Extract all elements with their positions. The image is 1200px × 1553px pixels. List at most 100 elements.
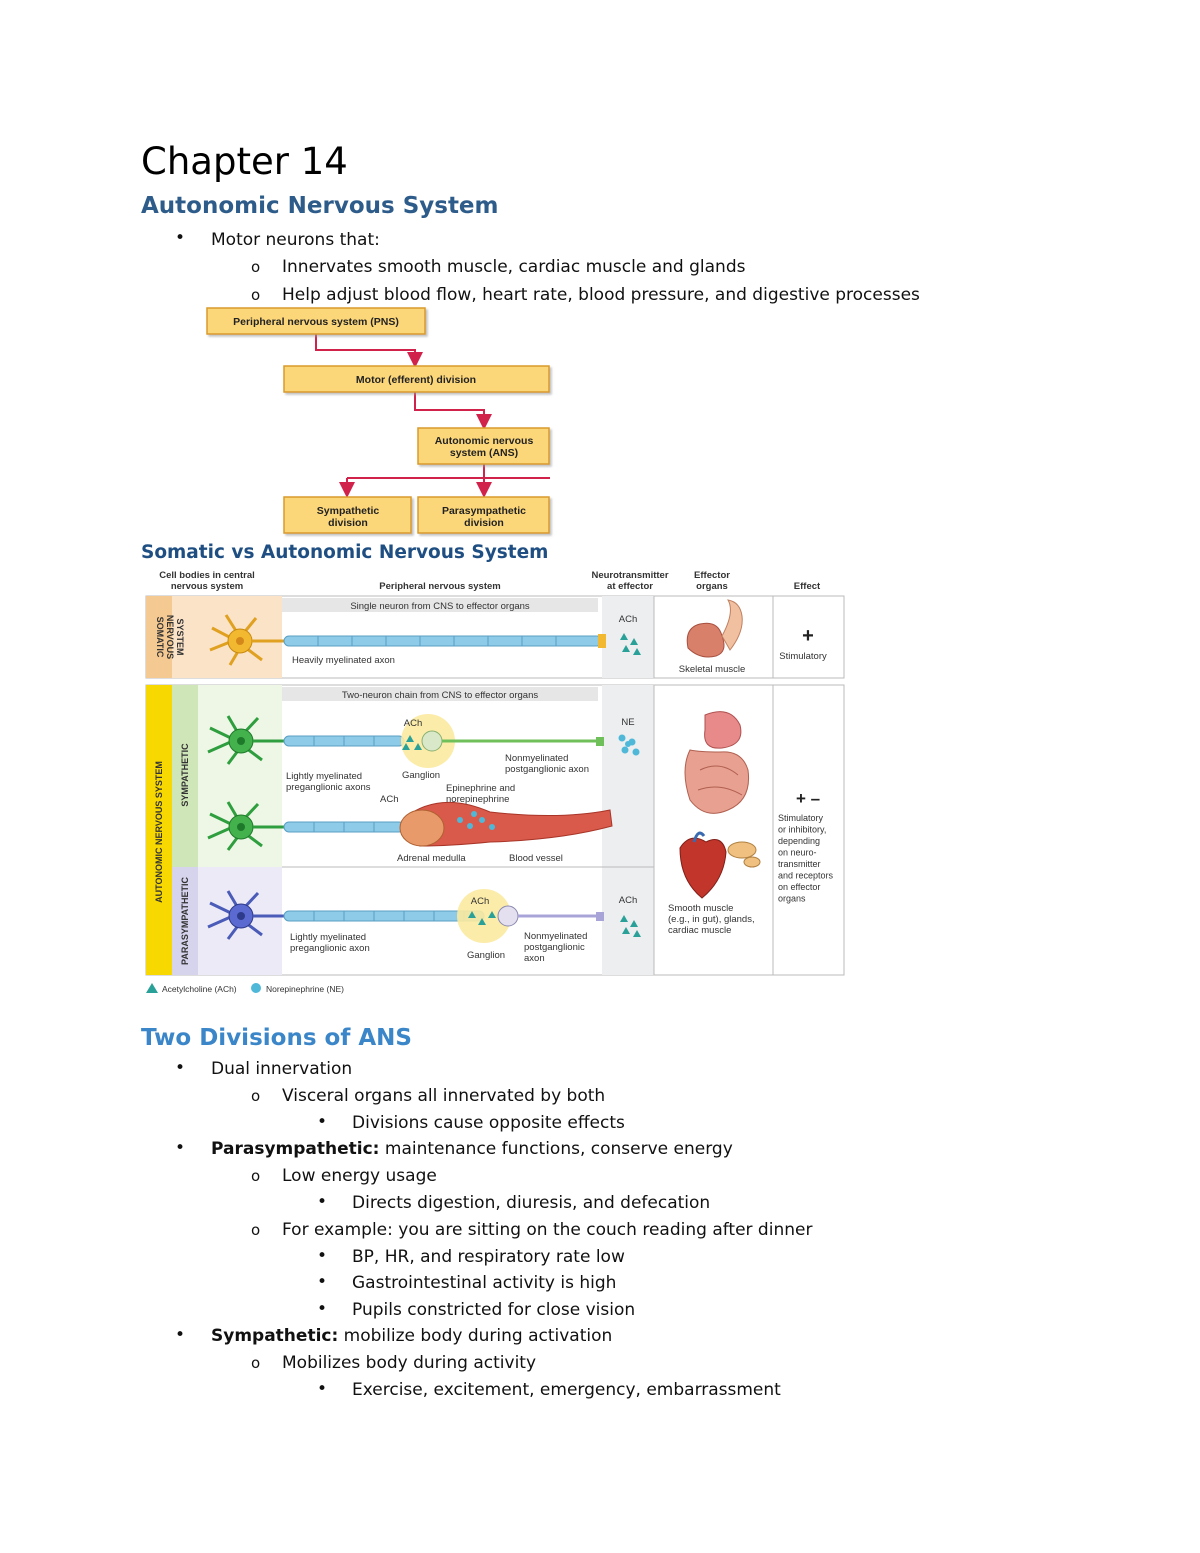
list-item: Parasympathetic: maintenance functions, … (211, 1139, 733, 1159)
bullet-dot: • (317, 1112, 328, 1132)
gland-icon (727, 841, 761, 868)
motor-division-box (283, 365, 550, 393)
svg-text:Adrenal medulla: Adrenal medulla (397, 853, 466, 864)
header-peripheral: Peripheral nervous system (379, 581, 500, 592)
svg-text:Nonmyelinated: Nonmyelinated (524, 931, 587, 942)
ne-molecules-icon (618, 734, 640, 756)
ans-effect-line: on neuro- (778, 848, 817, 858)
heading-two-divisions: Two Divisions of ANS (141, 1025, 412, 1051)
svg-text:Blood vessel: Blood vessel (509, 853, 563, 864)
term-sympathetic: Sympathetic: (211, 1326, 339, 1346)
svg-text:ACh: ACh (471, 896, 489, 907)
svg-text:NERVOUS: NERVOUS (165, 615, 175, 659)
svg-text:axon: axon (524, 953, 545, 964)
header-effect: Effect (794, 581, 821, 592)
ans-effect-line: and receptors (778, 871, 834, 881)
pns-box (206, 307, 426, 335)
bullet-dot: • (317, 1192, 328, 1212)
bullet-dot: • (175, 228, 186, 248)
ans-box (417, 427, 550, 465)
svg-text:(e.g., in gut), glands,: (e.g., in gut), glands, (668, 914, 755, 925)
pns-flowchart: Peripheral nervous system (PNS) Motor (e… (206, 307, 550, 534)
bullet-dot: • (317, 1246, 328, 1266)
svg-text:Epinephrine and: Epinephrine and (446, 783, 515, 794)
somatic-effect-label: Stimulatory (779, 651, 827, 662)
skeletal-muscle-icon (686, 599, 743, 658)
ans-label: system (ANS) (450, 447, 518, 459)
somatic-axon (283, 634, 606, 648)
list-item: Mobilizes body during activity (282, 1353, 537, 1373)
svg-text:Nonmyelinated: Nonmyelinated (505, 753, 568, 764)
list-item: For example: you are sitting on the couc… (282, 1220, 813, 1240)
svg-text:NE: NE (621, 717, 634, 728)
svg-text:cardiac muscle: cardiac muscle (668, 925, 731, 936)
stimulatory-sign: + (802, 625, 814, 647)
legend-ach: Acetylcholine (ACh) (162, 984, 237, 994)
somatic-axon-label: Heavily myelinated axon (292, 655, 395, 666)
svg-text:Lightly myelinated: Lightly myelinated (286, 771, 362, 782)
svg-text:postganglionic: postganglionic (524, 942, 585, 953)
list-item: Dual innervation (211, 1059, 353, 1079)
term-parasympathetic: Parasympathetic: (211, 1139, 380, 1159)
svg-text:ACh: ACh (404, 718, 422, 729)
list-item: Low energy usage (282, 1166, 437, 1186)
legend-ne: Norepinephrine (NE) (266, 984, 344, 994)
motor-label: Motor (efferent) division (356, 374, 476, 386)
header-effector: Effector (694, 570, 730, 581)
bullet-circle: o (251, 1167, 261, 1185)
somatic-nt-label: ACh (619, 614, 637, 625)
para-label: Parasympathetic (442, 505, 526, 517)
svg-text:preganglionic axons: preganglionic axons (286, 782, 371, 793)
list-item: Visceral organs all innervated by both (282, 1086, 606, 1106)
list-item: Innervates smooth muscle, cardiac muscle… (282, 257, 746, 277)
bullet-dot: • (175, 1325, 186, 1345)
svg-text:SYSTEM: SYSTEM (175, 618, 185, 655)
bullet-circle: o (251, 258, 261, 276)
list-item: Exercise, excitement, emergency, embarra… (352, 1380, 781, 1400)
bullet-circle: o (251, 1354, 261, 1372)
para-label: division (464, 517, 504, 529)
somatic-banner: Single neuron from CNS to effector organ… (350, 601, 530, 612)
header-cell-bodies: nervous system (171, 581, 243, 592)
somatic-neuron (209, 614, 263, 666)
svg-text:SOMATIC: SOMATIC (155, 617, 165, 658)
svg-text:Ganglion: Ganglion (467, 950, 505, 961)
list-item: Directs digestion, diuresis, and defecat… (352, 1193, 711, 1213)
ans-banner: Two-neuron chain from CNS to effector or… (342, 690, 539, 701)
definition: mobilize body during activation (338, 1326, 613, 1346)
bullet-dot: • (175, 1058, 186, 1078)
list-item: Divisions cause opposite effects (352, 1113, 625, 1133)
sympathetic-vertical-label: SYMPATHETIC (180, 743, 190, 807)
stomach-intestine-icon (684, 711, 750, 814)
ach-molecules-icon (620, 633, 641, 655)
header-neurotransmitter: Neurotransmitter (591, 570, 668, 581)
svg-text:preganglionic axon: preganglionic axon (290, 943, 370, 954)
ans-effect-line: or inhibitory, (778, 825, 826, 835)
parasympathetic-vertical-label: PARASYMPATHETIC (180, 877, 190, 966)
header-neurotransmitter: at effector (607, 581, 653, 592)
somatic-vs-autonomic-figure: Cell bodies in central nervous system Pe… (145, 570, 845, 994)
list-item: Help adjust blood flow, heart rate, bloo… (282, 285, 920, 305)
svg-text:postganglionic axon: postganglionic axon (505, 764, 589, 775)
ans-effect-line: Stimulatory (778, 813, 824, 823)
symp-label: division (328, 517, 368, 529)
ans-effect-text: Stimulatory or inhibitory,depending on neu… (778, 813, 834, 904)
bullet-dot: • (317, 1379, 328, 1399)
list-item: BP, HR, and respiratory rate low (352, 1247, 625, 1267)
ans-effect-line: depending (778, 836, 820, 846)
parasympathetic-box (417, 496, 550, 534)
ans-vertical-label: AUTONOMIC NERVOUS SYSTEM (154, 761, 164, 903)
bullet-dot: • (317, 1299, 328, 1319)
definition: maintenance functions, conserve energy (379, 1139, 733, 1159)
ans-effect-line: organs (778, 894, 806, 904)
svg-text:ACh: ACh (380, 794, 398, 805)
symp-label: Sympathetic (317, 505, 380, 517)
list-item: Gastrointestinal activity is high (352, 1273, 617, 1293)
ans-effect-line: transmitter (778, 859, 821, 869)
list-item: Motor neurons that: (211, 230, 380, 250)
pns-label: Peripheral nervous system (PNS) (233, 316, 399, 328)
svg-text:Ganglion: Ganglion (402, 770, 440, 781)
bullet-circle: o (251, 1087, 261, 1105)
somatic-effector-label: Skeletal muscle (679, 664, 746, 675)
svg-text:norepinephrine: norepinephrine (446, 794, 509, 805)
